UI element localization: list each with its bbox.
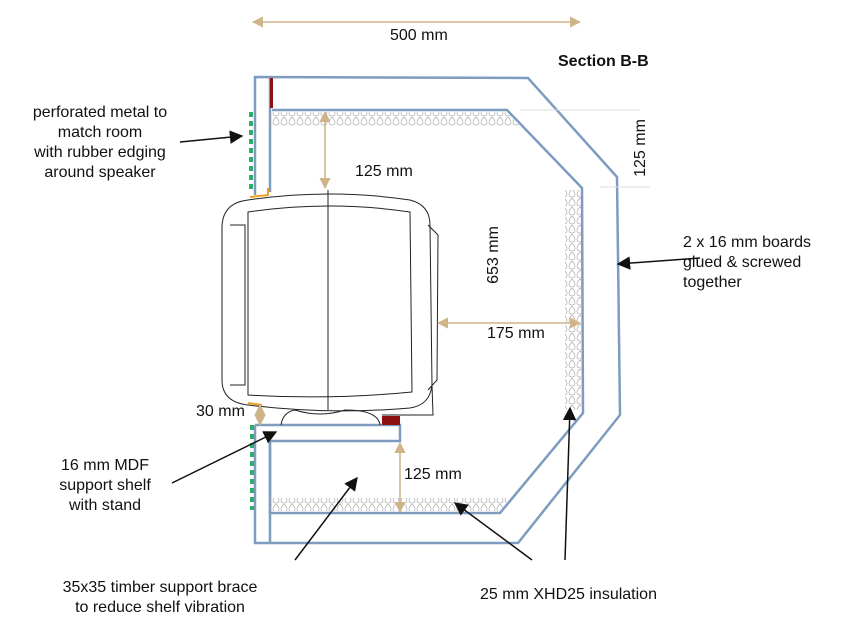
brace-callout: 35x35 timber support brace to reduce she… (62, 579, 258, 616)
width-dimension: 500 mm (390, 27, 448, 44)
corner-dimension: 125 mm (631, 119, 649, 177)
top-brace (270, 78, 273, 108)
speaker (221, 190, 439, 426)
perforated-metal (249, 112, 254, 510)
perforated-metal-callout: perforated metal to match room with rubb… (32, 104, 168, 181)
support-brace (382, 416, 400, 425)
dimension-lines (251, 16, 582, 514)
insulation-callout: 25 mm XHD25 insulation (480, 586, 657, 603)
rear-gap-dimension: 175 mm (487, 325, 545, 342)
callout-arrows (171, 130, 701, 561)
top-gap-dimension: 125 mm (355, 163, 413, 180)
boards-callout: 2 x 16 mm boards glued & screwed togethe… (683, 234, 812, 291)
bottom-gap-dimension: 125 mm (404, 466, 462, 483)
section-title: Section B-B (558, 53, 649, 70)
rubber-edging (247, 188, 269, 406)
insulation (270, 112, 581, 511)
stand-gap-dimension: 30 mm (196, 403, 245, 420)
height-dimension: 653 mm (484, 226, 502, 284)
shelf-callout: 16 mm MDF support shelf with stand (59, 457, 151, 514)
